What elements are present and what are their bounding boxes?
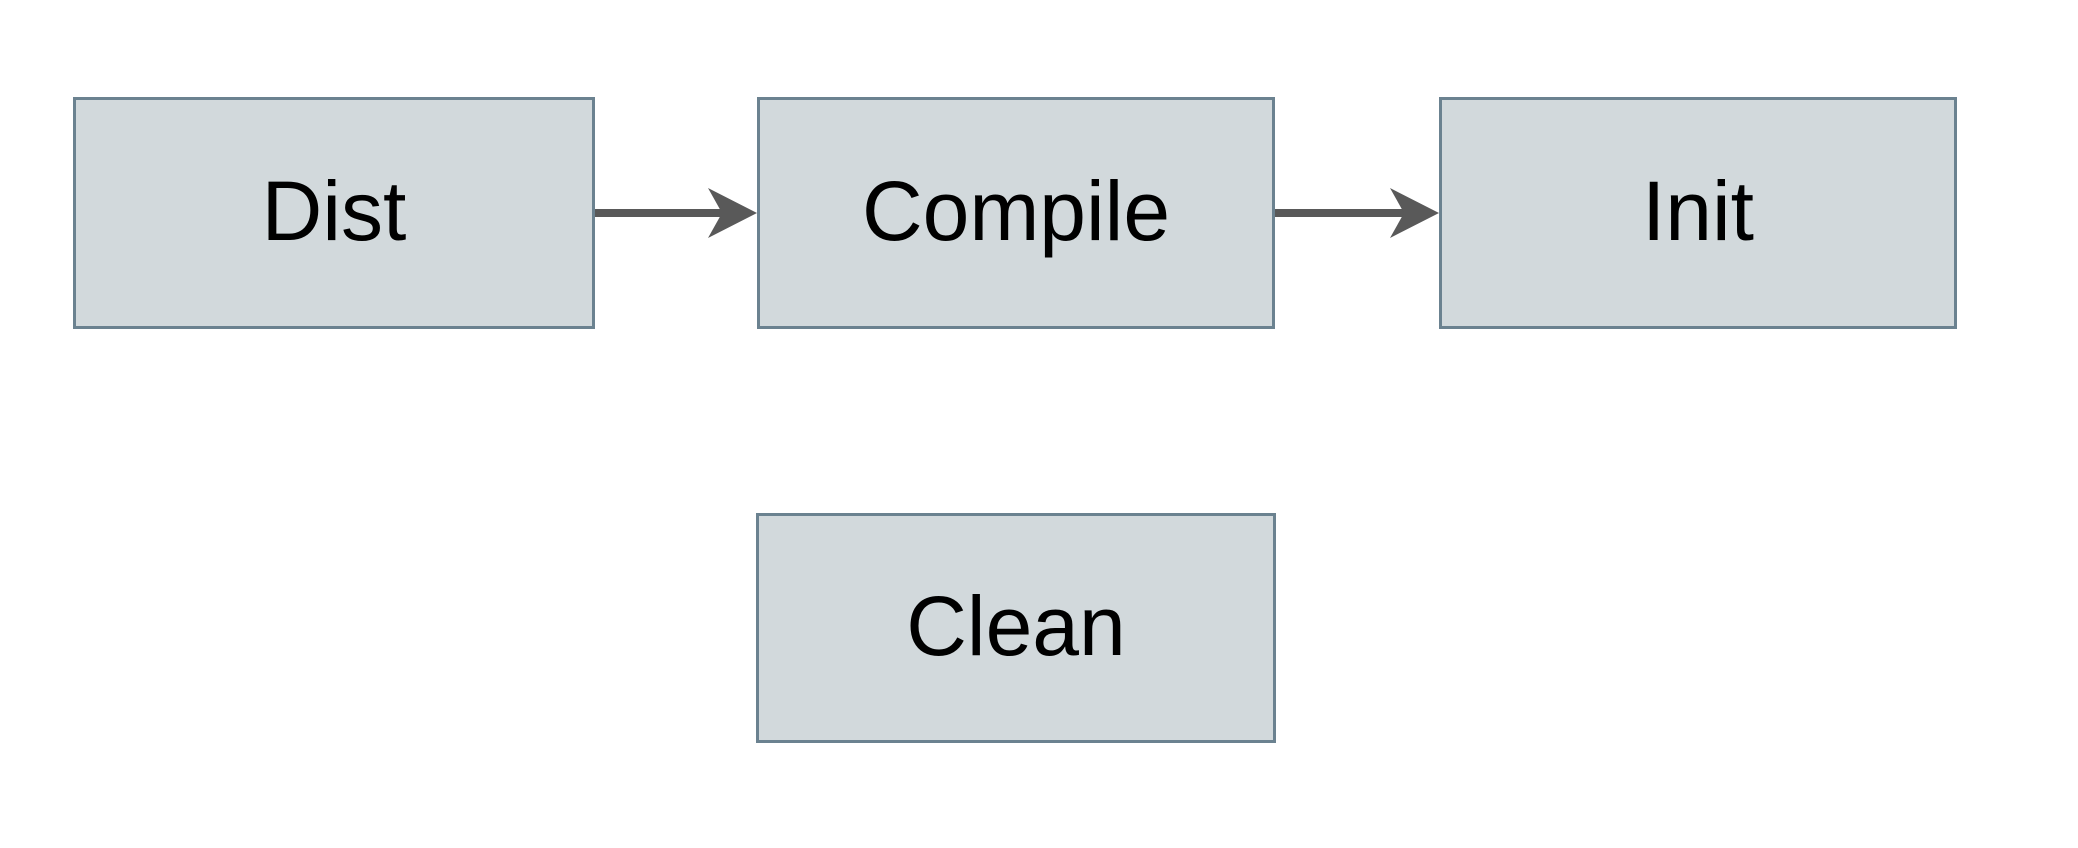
- node-clean-label: Clean: [906, 579, 1126, 673]
- edge-arrowhead: [708, 188, 757, 238]
- edge-dist-to-compile: [595, 188, 757, 238]
- edge-compile-to-init: [1275, 188, 1439, 238]
- node-clean: Clean: [756, 513, 1276, 743]
- node-compile-label: Compile: [861, 164, 1171, 258]
- node-dist-label: Dist: [261, 164, 407, 258]
- node-init-label: Init: [1641, 164, 1755, 258]
- edge-arrowhead: [1390, 188, 1439, 238]
- node-init: Init: [1439, 97, 1957, 329]
- node-compile: Compile: [757, 97, 1275, 329]
- node-dist: Dist: [73, 97, 595, 329]
